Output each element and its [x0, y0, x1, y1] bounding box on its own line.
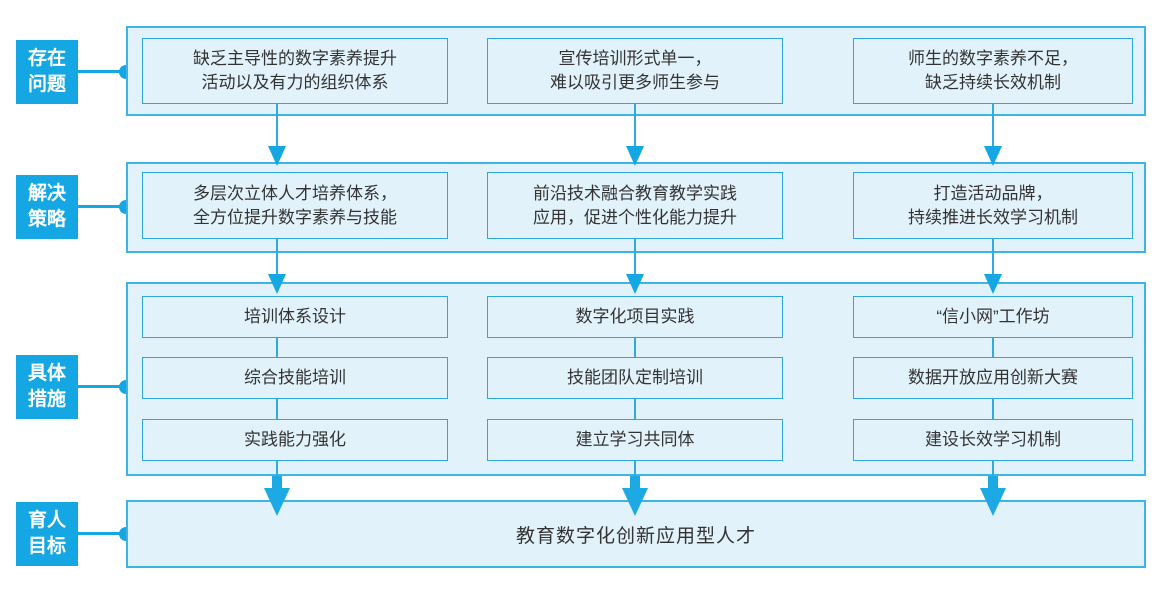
connector-line-measures: [78, 385, 126, 388]
bold-arrow-shaft: [272, 476, 282, 490]
measure-box-2-3: 建立学习共同体: [487, 419, 783, 461]
column-link-line: [276, 338, 278, 357]
problem-box-3: 师生的数字素养不足， 缺乏持续长效机制: [853, 38, 1133, 104]
measure-box-3-3: 建设长效学习机制: [853, 419, 1133, 461]
column-link-line: [276, 399, 278, 419]
connector-line-goal: [78, 532, 126, 535]
measure-box-1-2: 综合技能培训: [142, 357, 448, 399]
measure-box-1-1: 培训体系设计: [142, 296, 448, 338]
column-link-line: [634, 461, 636, 476]
bold-arrow-down-icon: [264, 488, 290, 516]
strategy-box-2: 前沿技术融合教育教学实践 应用，促进个性化能力提升: [487, 172, 783, 239]
column-link-line: [992, 399, 994, 419]
arrow-shaft: [634, 104, 636, 148]
arrow-shaft: [634, 239, 636, 276]
arrow-shaft: [992, 239, 994, 276]
goal-text: 教育数字化创新应用型人才: [515, 525, 756, 547]
arrow-shaft: [992, 104, 994, 148]
strategy-box-3: 打造活动品牌， 持续推进长效学习机制: [853, 172, 1133, 239]
strategy-box-1: 多层次立体人才培养体系， 全方位提升数字素养与技能: [142, 172, 448, 239]
connector-line-problems: [78, 70, 126, 73]
arrow-down-icon: [626, 274, 644, 294]
column-link-line: [992, 338, 994, 357]
measure-box-3-2: 数据开放应用创新大赛: [853, 357, 1133, 399]
measure-box-3-1: “信小网”工作坊: [853, 296, 1133, 338]
problem-box-2: 宣传培训形式单一， 难以吸引更多师生参与: [487, 38, 783, 104]
arrow-down-icon: [626, 146, 644, 166]
measure-box-2-1: 数字化项目实践: [487, 296, 783, 338]
problem-box-1: 缺乏主导性的数字素养提升 活动以及有力的组织体系: [142, 38, 448, 104]
side-label-goal: 育人 目标: [16, 502, 78, 566]
column-link-line: [276, 461, 278, 476]
column-link-line: [992, 461, 994, 476]
arrow-shaft: [276, 104, 278, 148]
connector-line-strategies: [78, 205, 126, 208]
arrow-down-icon: [268, 274, 286, 294]
side-label-measures: 具体 措施: [16, 355, 78, 419]
bold-arrow-shaft: [988, 476, 998, 490]
side-label-problems: 存在 问题: [16, 40, 78, 104]
column-link-line: [634, 338, 636, 357]
arrow-shaft: [276, 239, 278, 276]
measure-box-1-3: 实践能力强化: [142, 419, 448, 461]
arrow-down-icon: [984, 274, 1002, 294]
measure-box-2-2: 技能团队定制培训: [487, 357, 783, 399]
bold-arrow-down-icon: [980, 488, 1006, 516]
arrow-down-icon: [984, 146, 1002, 166]
side-label-strategies: 解决 策略: [16, 175, 78, 239]
column-link-line: [634, 399, 636, 419]
bold-arrow-down-icon: [622, 488, 648, 516]
arrow-down-icon: [268, 146, 286, 166]
bold-arrow-shaft: [630, 476, 640, 490]
